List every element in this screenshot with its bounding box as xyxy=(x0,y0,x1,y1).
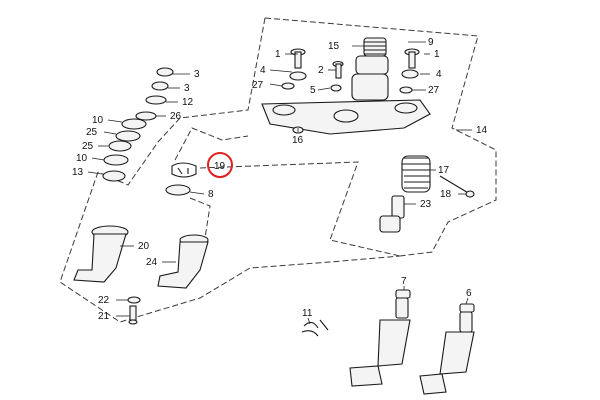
washer-12 xyxy=(145,95,167,105)
callout-14: 14 xyxy=(476,125,488,136)
highlight-circle xyxy=(207,152,233,178)
top-bolts xyxy=(281,48,420,94)
callout-23: 23 xyxy=(420,199,432,210)
assembly-boundary xyxy=(59,17,497,323)
race-10b xyxy=(103,154,129,166)
bearing-stack xyxy=(102,67,174,182)
washer-22 xyxy=(127,296,141,304)
bearing-25a xyxy=(115,130,141,142)
callout-25: 25 xyxy=(86,127,98,138)
ring-26 xyxy=(135,111,157,121)
callout-27: 27 xyxy=(252,80,264,91)
callout-20: 20 xyxy=(138,241,150,252)
fork-leg-7 xyxy=(349,289,411,387)
callout-11: 11 xyxy=(302,308,313,319)
callout-1: 1 xyxy=(434,49,440,60)
washer-right xyxy=(401,69,419,79)
callout-5: 5 xyxy=(310,85,316,96)
upper-bracket xyxy=(261,99,431,135)
callout-21: 21 xyxy=(98,311,110,322)
callout-12: 12 xyxy=(182,97,194,108)
bolt-21 xyxy=(129,305,137,321)
callout-15: 15 xyxy=(328,41,340,52)
clip-19 xyxy=(171,162,197,178)
race-10a xyxy=(121,118,147,130)
nut-3b xyxy=(151,81,169,91)
stem-nut-top xyxy=(363,37,387,57)
callout-24: 24 xyxy=(146,257,158,268)
washer-left xyxy=(289,71,307,81)
stem-nut-stack xyxy=(351,37,389,101)
bearing-25b xyxy=(108,140,132,152)
callout-2: 2 xyxy=(318,65,324,76)
clip-group xyxy=(165,162,197,196)
spring-assembly xyxy=(379,155,475,233)
ring-8 xyxy=(165,184,191,196)
callout-10: 10 xyxy=(92,115,104,126)
bolt-shank-right xyxy=(408,51,416,69)
callout-4: 4 xyxy=(436,69,442,80)
callout-10: 10 xyxy=(76,153,88,164)
leader-lines xyxy=(87,41,472,325)
callout-27: 27 xyxy=(428,85,440,96)
nut-3a xyxy=(156,67,174,77)
fork-leg-6 xyxy=(419,303,475,395)
small-bolt-shank xyxy=(335,63,342,79)
outer-tubes xyxy=(73,225,209,289)
cap-left xyxy=(281,82,295,90)
callout-8: 8 xyxy=(208,189,214,200)
callout-3: 3 xyxy=(194,69,200,80)
callout-26: 26 xyxy=(170,111,182,122)
callout-13: 13 xyxy=(72,167,84,178)
callout-19: 19 xyxy=(214,161,226,172)
callout-16: 16 xyxy=(292,135,304,146)
seal-13 xyxy=(102,170,126,182)
callout-22: 22 xyxy=(98,295,110,306)
callout-3: 3 xyxy=(184,83,190,94)
callout-6: 6 xyxy=(466,288,472,299)
callout-18: 18 xyxy=(440,189,452,200)
outer-tube-right xyxy=(157,241,209,289)
callout-4: 4 xyxy=(260,65,266,76)
outer-tube-left xyxy=(73,233,127,283)
callout-17: 17 xyxy=(438,165,450,176)
stem-collar xyxy=(351,73,389,101)
callout-7: 7 xyxy=(401,276,407,287)
callout-1: 1 xyxy=(275,49,281,60)
callout-25: 25 xyxy=(82,141,94,152)
bottom-bolts xyxy=(127,296,141,325)
callout-9: 9 xyxy=(428,37,434,48)
small-nut xyxy=(330,84,342,92)
cap-right xyxy=(399,86,413,94)
clip-11 xyxy=(301,319,329,337)
stem-sleeve xyxy=(355,55,389,75)
callout-labels: 1 15 9 1 4 2 4 27 5 27 16 14 3 3 12 26 1… xyxy=(72,37,488,322)
bolt-shank-left xyxy=(294,51,302,69)
